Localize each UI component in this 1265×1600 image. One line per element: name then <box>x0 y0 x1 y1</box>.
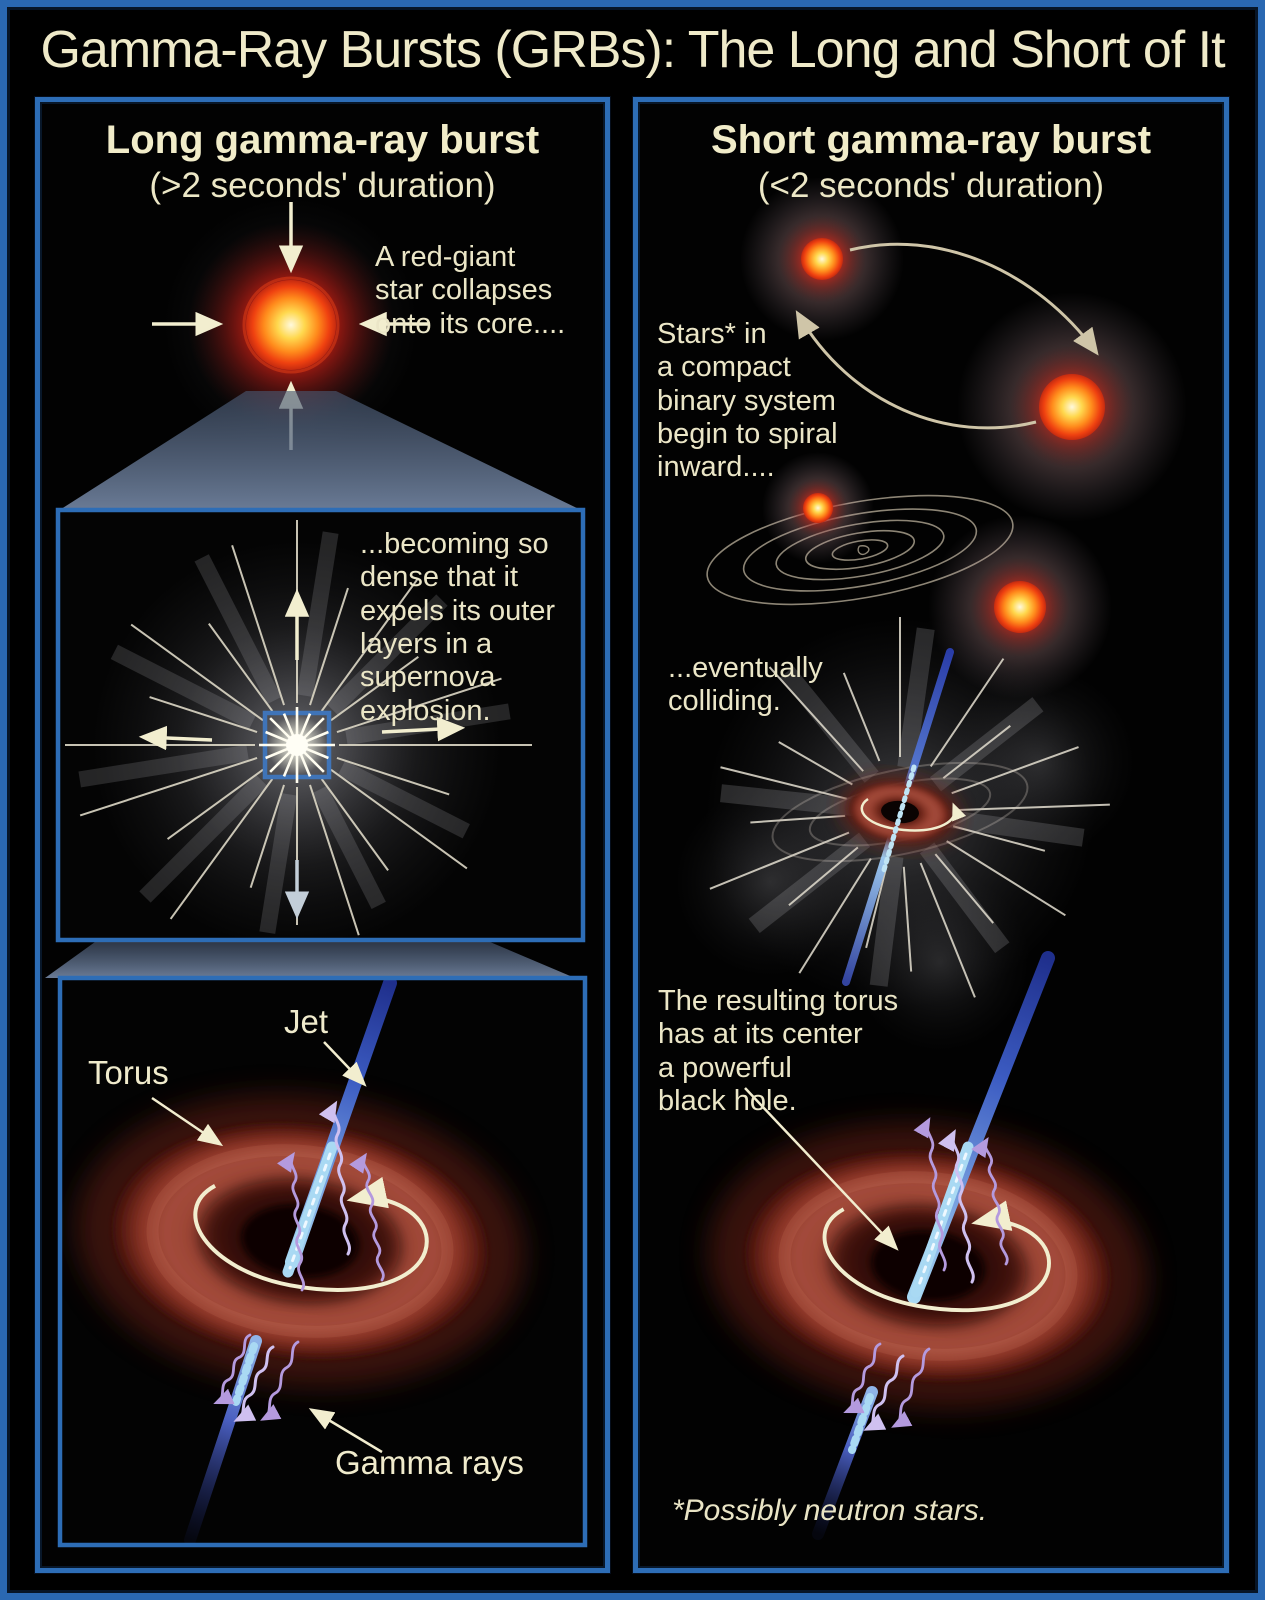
torus-box <box>57 975 588 1548</box>
caption-colliding: ...eventually colliding. <box>668 652 823 718</box>
supernova-rays <box>65 520 532 936</box>
gamma-ray-arrows-down <box>213 1333 300 1422</box>
short-grb-figure <box>675 177 1187 1540</box>
caption-supernova: ...becoming so dense that it expels its … <box>360 528 556 727</box>
inspiral-star-small <box>762 452 874 564</box>
result-accretion-loop-arrow <box>822 1200 1051 1313</box>
label-torus: Torus <box>88 1054 169 1091</box>
accretion-loop-arrow <box>193 1176 429 1292</box>
jet <box>184 980 397 1543</box>
page-title: Gamma-Ray Bursts (GRBs): The Long and Sh… <box>40 21 1225 79</box>
supernova-box <box>55 507 586 943</box>
short-grb-heading: Short gamma-ray burst <box>710 118 1152 162</box>
expansion-arrows-icon <box>138 588 466 920</box>
result-gamma-arrows-up <box>913 1117 1009 1284</box>
zoom-cone-upper <box>58 391 583 511</box>
label-gamma-rays: Gamma rays <box>335 1444 524 1481</box>
short-grb-subheading: (<2 seconds' duration) <box>757 166 1105 205</box>
long-grb-figure <box>45 197 588 1548</box>
red-giant-star <box>163 197 419 453</box>
footnote-neutron-stars: *Possibly neutron stars. <box>672 1494 988 1527</box>
collision-rays <box>709 617 1110 998</box>
long-grb-subheading: (>2 seconds' duration) <box>149 166 496 205</box>
collision-burst <box>675 617 1135 1052</box>
caption-binary: Stars* in a compact binary system begin … <box>657 318 838 484</box>
binary-star-small <box>740 177 904 341</box>
caption-collapse: A red-giant star collapses onto its core… <box>375 241 566 340</box>
result-gamma-arrows-down <box>843 1342 931 1431</box>
panel-long-grb: Long gamma-ray burst (>2 seconds' durati… <box>35 97 610 1573</box>
orbit-arrows-icon <box>795 242 1099 430</box>
binary-star-large <box>957 292 1187 522</box>
gamma-ray-arrows-up <box>277 1100 385 1292</box>
label-jet: Jet <box>284 1003 329 1040</box>
result-jet <box>812 951 1055 1540</box>
core-burst <box>259 707 335 783</box>
caption-result-torus: The resulting torus has at its center a … <box>658 985 899 1118</box>
long-grb-heading: Long gamma-ray burst <box>105 118 540 162</box>
black-hole-pointer-arrow <box>744 1087 899 1251</box>
panel-short-grb: Short gamma-ray burst (<2 seconds' durat… <box>633 97 1229 1573</box>
label-pointer-arrows <box>151 1041 383 1454</box>
zoom-cone-lower <box>45 942 575 978</box>
